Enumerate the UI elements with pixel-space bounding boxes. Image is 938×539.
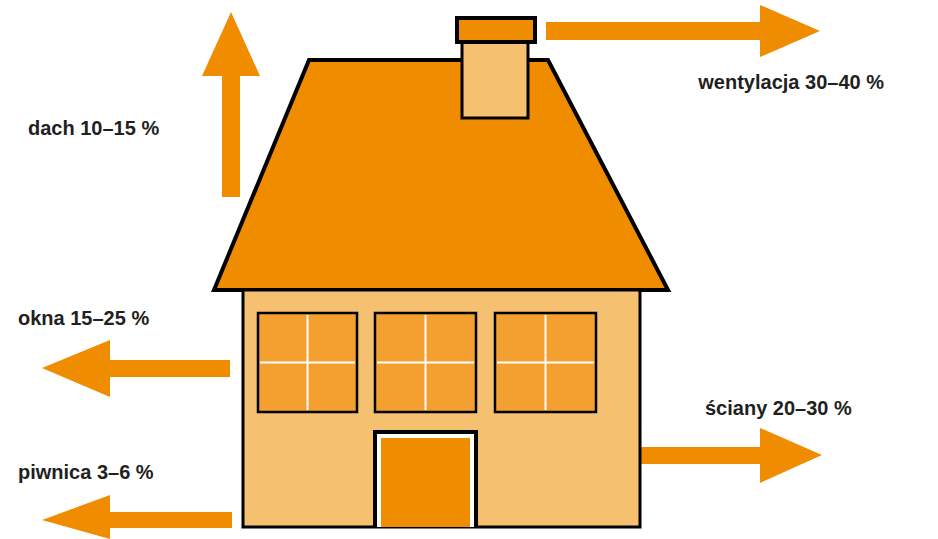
loss-label: ściany 20–30 %: [705, 396, 852, 420]
chimney: [462, 38, 528, 118]
chimney-cap: [457, 18, 535, 42]
window: [375, 313, 476, 412]
loss-label: dach 10–15 %: [28, 116, 159, 140]
heat-arrow: [632, 428, 822, 483]
heat-arrow: [202, 12, 260, 197]
loss-label: wentylacja 30–40 %: [698, 70, 884, 94]
house-wall: [243, 290, 640, 527]
heat-arrow: [42, 340, 230, 397]
window: [258, 313, 357, 412]
loss-label: piwnica 3–6 %: [18, 460, 154, 484]
roof: [214, 60, 668, 290]
window: [495, 313, 596, 412]
heat-arrow: [546, 5, 820, 57]
heat-arrow: [42, 495, 232, 539]
loss-label: okna 15–25 %: [18, 306, 149, 330]
door: [373, 430, 478, 527]
